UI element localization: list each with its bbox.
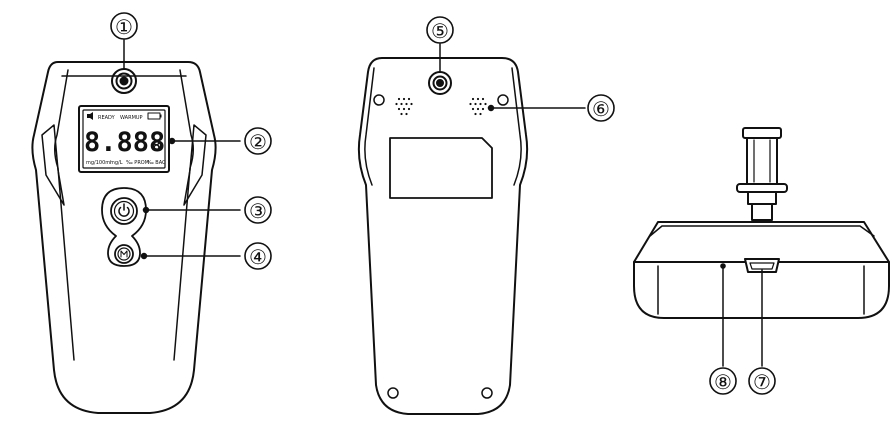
device-base-ridge bbox=[649, 225, 875, 237]
lcd-label-mgl: mg/L bbox=[110, 160, 123, 166]
power-button[interactable] bbox=[110, 197, 138, 225]
mode-button[interactable] bbox=[114, 244, 134, 264]
callout-5: ⑤ bbox=[426, 16, 454, 44]
lcd-display: READY WARMUP 8.888 8 mg/100ml mg/L ‰ PRO… bbox=[78, 105, 170, 173]
lcd-label-prom: ‰ PROM bbox=[126, 160, 149, 166]
back-body-outline bbox=[357, 57, 529, 415]
mouthpiece-tube bbox=[736, 127, 788, 221]
callout-1: ① bbox=[110, 12, 138, 40]
front-mouthpiece-port bbox=[111, 68, 137, 94]
svg-text:④: ④ bbox=[249, 245, 267, 269]
lcd-unit-digit: 8 bbox=[152, 137, 161, 155]
leader-lines-back bbox=[439, 43, 586, 112]
svg-text:②: ② bbox=[249, 130, 267, 154]
button-cluster-outline bbox=[101, 187, 147, 267]
callout-2: ② bbox=[244, 127, 272, 155]
lcd-indicator-ready: READY bbox=[98, 115, 116, 121]
mode-icon bbox=[120, 250, 128, 258]
battery-icon bbox=[147, 112, 162, 120]
bottom-view: ⑧ ⑦ bbox=[633, 127, 890, 395]
svg-text:⑥: ⑥ bbox=[592, 97, 610, 121]
lcd-indicator-warmup: WARMUP bbox=[120, 115, 143, 121]
front-body-inner-left bbox=[54, 69, 75, 361]
front-body-inner-right bbox=[173, 69, 194, 361]
callout-4: ④ bbox=[244, 242, 272, 270]
speaker-grille-left bbox=[395, 97, 413, 116]
svg-text:③: ③ bbox=[249, 199, 267, 223]
screw-hole-top-left bbox=[373, 94, 385, 106]
callout-8: ⑧ bbox=[709, 367, 737, 395]
svg-text:⑤: ⑤ bbox=[431, 19, 449, 43]
screw-hole-bottom-left bbox=[387, 387, 399, 399]
callout-3: ③ bbox=[244, 196, 272, 224]
front-body-outline bbox=[31, 61, 217, 414]
screw-hole-bottom-right bbox=[481, 387, 493, 399]
callout-6: ⑥ bbox=[587, 94, 615, 122]
front-left-groove bbox=[41, 124, 65, 206]
svg-text:⑦: ⑦ bbox=[753, 370, 771, 394]
speaker-grille-right bbox=[469, 97, 487, 116]
lcd-label-bac: ‰ BAC bbox=[147, 160, 166, 166]
button-cluster bbox=[101, 187, 147, 267]
back-view: ⑤ ⑥ bbox=[357, 16, 615, 415]
lcd-label-mg100ml: mg/100ml bbox=[86, 160, 112, 166]
front-view: READY WARMUP 8.888 8 mg/100ml mg/L ‰ PRO… bbox=[31, 12, 272, 414]
device-base-body bbox=[633, 261, 890, 319]
screw-hole-top-right bbox=[497, 94, 509, 106]
usb-port bbox=[744, 258, 780, 273]
svg-text:①: ① bbox=[115, 15, 133, 39]
front-right-groove bbox=[183, 124, 207, 206]
leader-lines-bottom bbox=[722, 265, 763, 367]
svg-text:⑧: ⑧ bbox=[714, 370, 732, 394]
callout-7: ⑦ bbox=[748, 367, 776, 395]
back-air-inlet bbox=[428, 71, 452, 95]
sound-icon bbox=[87, 112, 93, 120]
leader-lines-front bbox=[123, 39, 241, 260]
device-base-top bbox=[633, 221, 890, 263]
back-body-inner bbox=[364, 67, 522, 186]
label-area bbox=[389, 137, 493, 199]
power-icon bbox=[118, 203, 130, 217]
lcd-main-digits: 8.888 bbox=[84, 127, 165, 158]
